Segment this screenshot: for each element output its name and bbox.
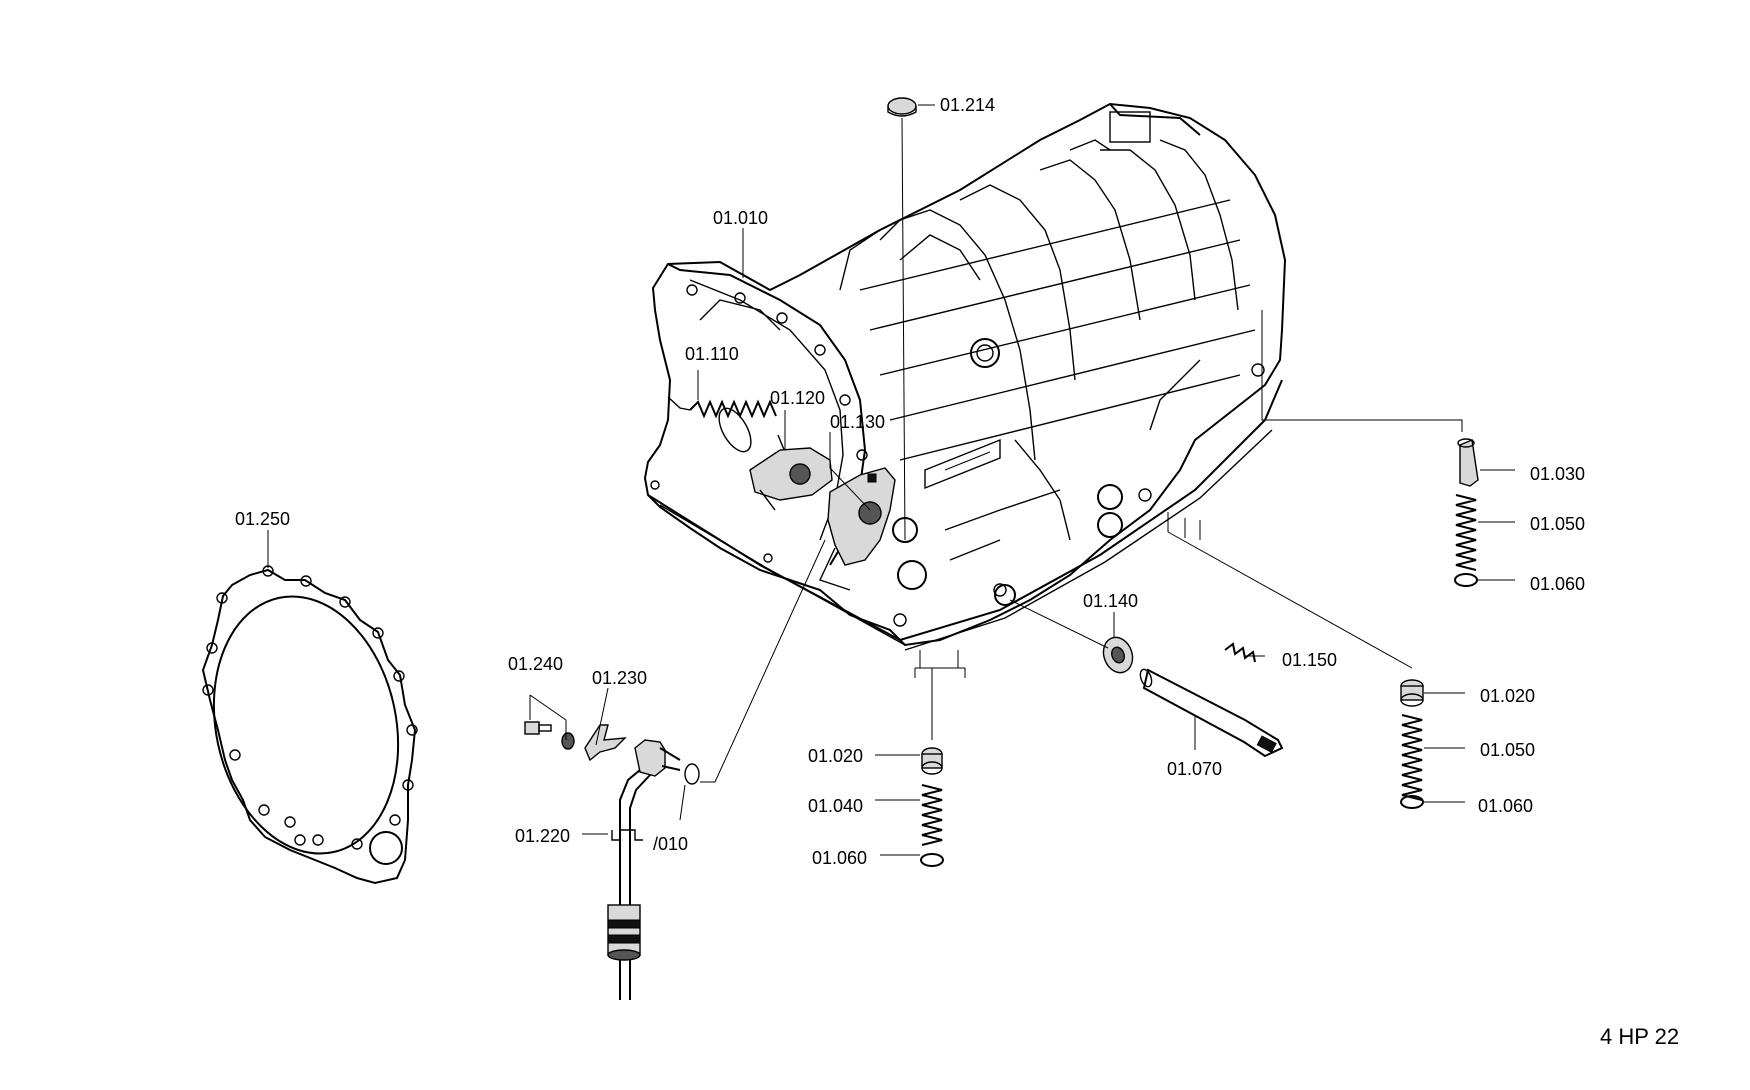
valve-stack-right <box>1167 512 1424 809</box>
transmission-housing <box>643 102 1287 651</box>
label-01-040: 01.040 <box>808 796 863 816</box>
callout-labels: 01.214 01.010 01.110 01.120 01.130 01.25… <box>235 95 1679 1049</box>
label-01-120: 01.120 <box>770 388 825 408</box>
label-01-050-right: 01.050 <box>1480 740 1535 760</box>
lever-01-120 <box>749 447 833 511</box>
label-01-020-mid: 01.020 <box>808 746 863 766</box>
label-01-130: 01.130 <box>830 412 885 432</box>
label-01-230: 01.230 <box>592 668 647 688</box>
label-01-110: 01.110 <box>685 344 739 364</box>
label-01-020-right: 01.020 <box>1480 686 1535 706</box>
label-01-240: 01.240 <box>508 654 563 674</box>
leader-lines <box>267 104 1515 856</box>
screw-01-240 <box>524 721 575 750</box>
label-01-060-mid: 01.060 <box>812 848 867 868</box>
seal-01-140 <box>1102 636 1134 674</box>
plug-01-214 <box>887 97 917 541</box>
detent-plate-01-130 <box>819 467 896 591</box>
sensor-01-220 <box>607 739 700 1000</box>
label-01-060-right: 01.060 <box>1478 796 1533 816</box>
label-01-050-top: 01.050 <box>1530 514 1585 534</box>
label-01-220: 01.220 <box>515 826 570 846</box>
label-01-140: 01.140 <box>1083 591 1138 611</box>
bracket-01-230 <box>584 724 627 762</box>
label-01-214: 01.214 <box>940 95 995 115</box>
model-designation: 4 HP 22 <box>1600 1024 1679 1049</box>
shaft-01-070 <box>1009 599 1284 758</box>
label-010: /010 <box>653 834 688 854</box>
spring-01-150 <box>1224 642 1256 663</box>
label-01-030: 01.030 <box>1530 464 1585 484</box>
label-01-060-top: 01.060 <box>1530 574 1585 594</box>
valve-stack-middle <box>914 650 966 867</box>
label-01-150: 01.150 <box>1282 650 1337 670</box>
valve-stack-top <box>1261 310 1479 587</box>
gasket-01-250 <box>201 565 418 885</box>
label-01-070: 01.070 <box>1167 759 1222 779</box>
label-01-010: 01.010 <box>713 208 768 228</box>
label-01-250: 01.250 <box>235 509 290 529</box>
